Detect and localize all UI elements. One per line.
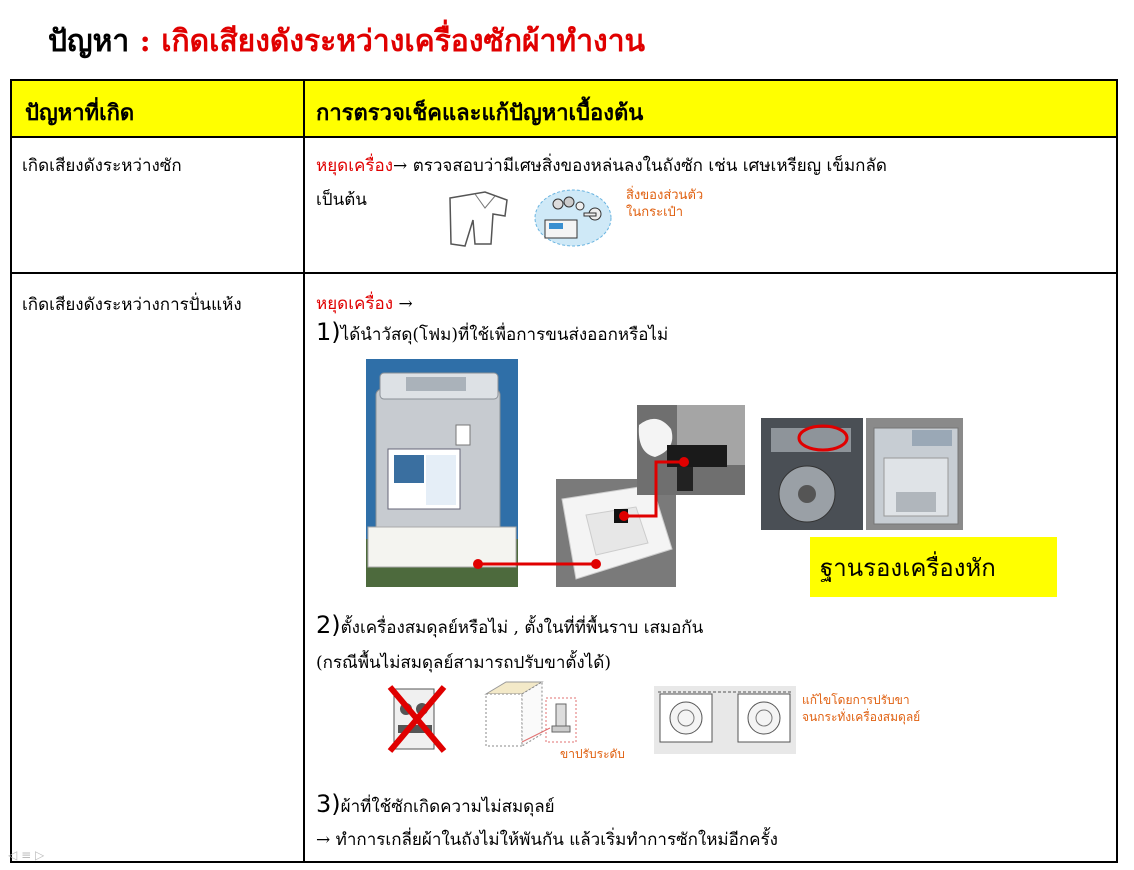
clothes-icon bbox=[449, 189, 612, 247]
step3-sub-line: → ทำการเกลี่ยผ้าในถังไม่ให้พันกัน แล้วเร… bbox=[316, 826, 778, 853]
step2: 2)ตั้งเครื่องสมดุลย์หรือไม่ , ตั้งในที่ท… bbox=[316, 611, 703, 641]
arrow-icon: → bbox=[398, 294, 413, 314]
title-colon: : bbox=[129, 24, 162, 59]
row1-check: หยุดเครื่อง→ ตรวจสอบว่ามีเศษสิ่งของหล่นล… bbox=[316, 152, 887, 179]
step2-num: 2) bbox=[316, 611, 341, 639]
column-divider bbox=[303, 81, 305, 861]
step1: 1)ได้นำวัสดุ(โฟม)ที่ใช้เพื่อการขนส่งออกห… bbox=[316, 318, 668, 348]
step3: 3)ผ้าที่ใช้ซักเกิดความไม่สมดุลย์ bbox=[316, 790, 555, 820]
fix-line2: จนกระทั่งเครื่องสมดุลย์ bbox=[802, 710, 921, 724]
washer-photo bbox=[366, 359, 518, 587]
page-title: ปัญหา : เกิดเสียงดังระหว่างเครื่องซักผ้า… bbox=[48, 18, 645, 65]
row1-check-text: ตรวจสอบว่ามีเศษสิ่งของหล่นลงในถังซัก เช่… bbox=[412, 156, 887, 176]
step1-num: 1) bbox=[316, 318, 341, 346]
tub-photo bbox=[866, 418, 963, 530]
connector-lines bbox=[473, 457, 689, 569]
prev-icon[interactable]: ◁ bbox=[8, 848, 18, 862]
fix-line1: แก้ไขโดยการปรับขา bbox=[802, 693, 910, 707]
base-broken-label: ฐานรองเครื่องหัก bbox=[810, 537, 1057, 597]
row1-note: สิ่งของส่วนตัว ในกระเป๋า bbox=[626, 187, 703, 221]
row2-problem: เกิดเสียงดังระหว่างการปั่นแห้ง bbox=[22, 295, 242, 315]
row2-stop: หยุดเครื่อง bbox=[316, 294, 394, 314]
step3-sub: ทำการเกลี่ยผ้าในถังไม่ให้พันกัน แล้วเริ่… bbox=[335, 830, 778, 850]
title-problem: เกิดเสียงดังระหว่างเครื่องซักผ้าทำงาน bbox=[161, 24, 646, 59]
leg-label: ขาปรับระดับ bbox=[560, 747, 625, 761]
step3-text: ผ้าที่ใช้ซักเกิดความไม่สมดุลย์ bbox=[340, 797, 555, 817]
row1-problem: เกิดเสียงดังระหว่างซัก bbox=[22, 156, 182, 176]
title-prefix: ปัญหา bbox=[48, 24, 130, 59]
motor-photo bbox=[761, 418, 863, 530]
header-check: การตรวจเช็คและแก้ปัญหาเบื้องต้น bbox=[316, 100, 644, 126]
step3-num: 3) bbox=[316, 790, 341, 818]
slide-controls: ◁ ≡ ▷ bbox=[8, 848, 44, 862]
table-header-row bbox=[12, 81, 1116, 138]
row-divider bbox=[12, 272, 1116, 274]
troubleshoot-table bbox=[10, 79, 1118, 863]
arrow-icon: → bbox=[316, 830, 331, 850]
row1-stop: หยุดเครื่อง bbox=[316, 156, 394, 176]
leveling-leg-icon bbox=[484, 681, 577, 747]
next-icon[interactable]: ▷ bbox=[34, 848, 45, 862]
arrow-icon: → bbox=[393, 156, 408, 176]
row1-note-line1: สิ่งของส่วนตัว bbox=[626, 188, 704, 203]
no-sign-icon bbox=[387, 685, 447, 753]
fix-note: แก้ไขโดยการปรับขา จนกระทั่งเครื่องสมดุลย… bbox=[802, 692, 920, 726]
balanced-washer-icon bbox=[654, 686, 796, 754]
step1-text: ได้นำวัสดุ(โฟม)ที่ใช้เพื่อการขนส่งออกหรื… bbox=[340, 325, 669, 345]
header-problem: ปัญหาที่เกิด bbox=[25, 100, 135, 126]
menu-icon[interactable]: ≡ bbox=[21, 848, 32, 862]
row1-note-line2: ในกระเป๋า bbox=[626, 205, 684, 220]
step2-text: ตั้งเครื่องสมดุลย์หรือไม่ , ตั้งในที่ที่… bbox=[340, 618, 704, 638]
step2-sub: (กรณีพื้นไม่สมดุลย์สามารถปรับขาตั้งได้) bbox=[316, 653, 611, 673]
row2-stop-line: หยุดเครื่อง → bbox=[316, 290, 413, 317]
row1-check-cont: เป็นต้น bbox=[316, 190, 367, 210]
